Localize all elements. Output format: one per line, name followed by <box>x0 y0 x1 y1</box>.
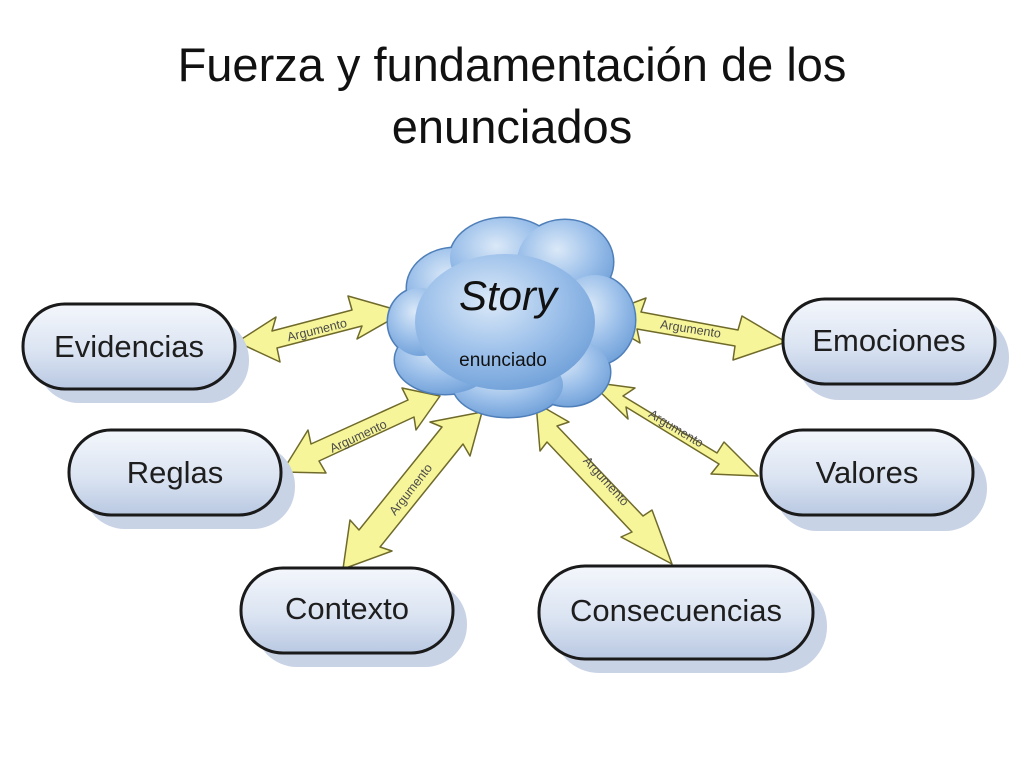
node-evidencias: Evidencias <box>21 302 249 403</box>
node-box <box>537 564 815 661</box>
node-box <box>781 297 997 386</box>
node-box <box>759 428 975 517</box>
story-subtitle: enunciado <box>459 350 547 371</box>
story-title: Story <box>459 272 560 319</box>
node-label-emociones: Emociones <box>812 323 965 358</box>
node-valores: Valores <box>759 428 987 531</box>
arrow-label-valores: Argumento <box>646 407 706 451</box>
node-label-valores: Valores <box>816 455 919 490</box>
node-box <box>67 428 283 517</box>
double-arrow-shape <box>535 402 673 565</box>
title-line-1: Fuerza y fundamentación de los <box>177 38 847 91</box>
node-label-contexto: Contexto <box>285 591 409 626</box>
title-line-2: enunciados <box>391 100 633 153</box>
double-arrow-shape <box>589 381 759 477</box>
node-label-evidencias: Evidencias <box>54 329 204 364</box>
arrow-evidencias: Argumento <box>236 295 405 363</box>
node-consecuencias: Consecuencias <box>537 564 827 673</box>
node-box <box>239 566 455 655</box>
node-emociones: Emociones <box>781 297 1009 400</box>
node-label-reglas: Reglas <box>127 455 224 490</box>
node-label-consecuencias: Consecuencias <box>570 593 782 628</box>
node-box <box>21 302 237 391</box>
slide-title: Fuerza y fundamentación de los enunciado… <box>0 34 1024 158</box>
node-reglas: Reglas <box>67 428 295 529</box>
story-cloud: Story enunciado <box>386 216 637 419</box>
cloud-shape <box>386 216 637 419</box>
double-arrow-shape <box>281 387 441 474</box>
arrow-valores: Argumento <box>589 381 759 477</box>
node-contexto: Contexto <box>239 566 467 667</box>
arrow-consecuencias: Argumento <box>535 402 673 565</box>
